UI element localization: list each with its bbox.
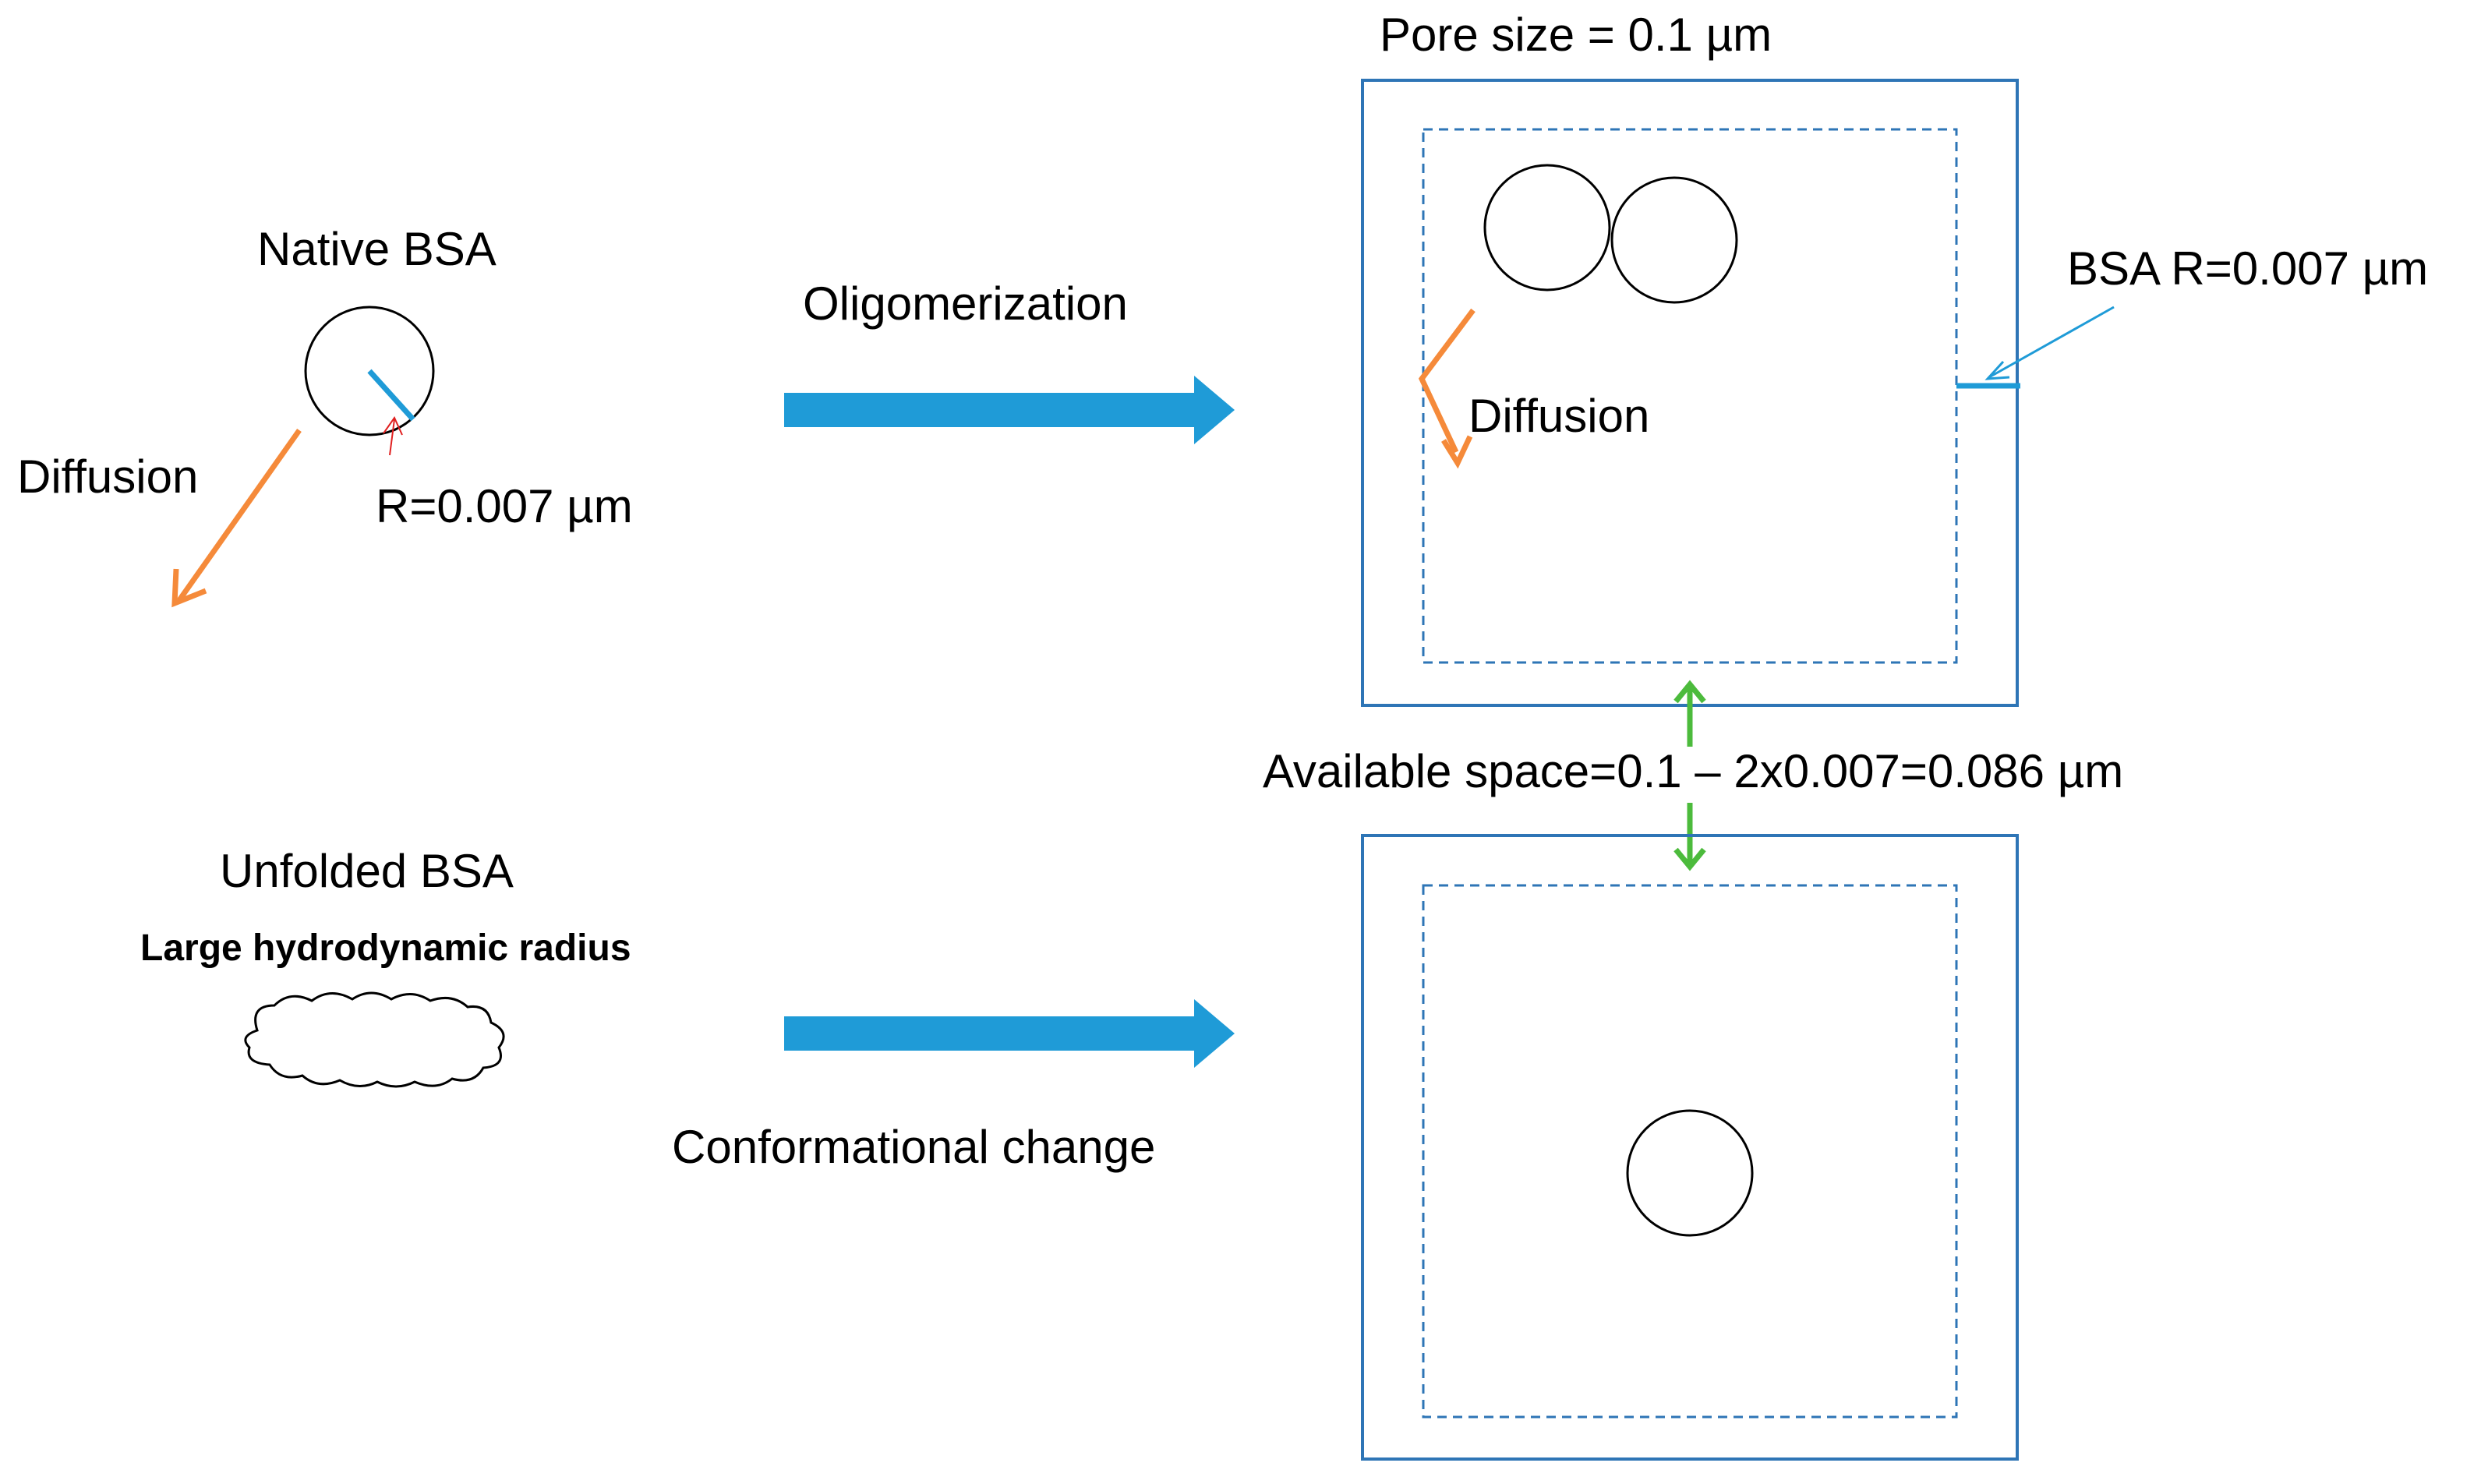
top-pore-available-space-box	[1422, 128, 1958, 664]
native-diffusion-arrow-line	[177, 428, 302, 602]
oligomerization-arrow	[784, 376, 1235, 444]
native-bsa-circle	[304, 306, 435, 436]
conformational-change-arrow	[784, 999, 1235, 1068]
native-bsa-label: Native BSA	[257, 223, 497, 275]
native-bsa-radius-line	[367, 369, 415, 422]
radius-pointer-line	[389, 419, 395, 456]
unfolded-bsa-cloud	[244, 991, 505, 1088]
bsa-radius-label: BSA R=0.007 µm	[2067, 242, 2428, 295]
bottom-pore-available-space-box	[1422, 884, 1958, 1419]
available-space-arrowhead-down	[1673, 847, 1706, 871]
bsa-radius-pointer-head	[1984, 360, 2010, 380]
unfolded-bsa-in-pore-circle	[1626, 1109, 1754, 1237]
radius-pointer-head	[383, 415, 403, 436]
pore-diffusion-path	[1418, 308, 1476, 454]
pore-diffusion-arrowhead	[1441, 435, 1473, 469]
available-space-label: Available space=0.1 – 2x0.007=0.086 µm	[1263, 745, 2123, 797]
large-radius-label: Large hydrodynamic radius	[140, 928, 631, 969]
available-space-arrowhead-up	[1673, 680, 1706, 704]
oligomer-bsa-circle-2	[1610, 176, 1738, 304]
unfolded-bsa-label: Unfolded BSA	[220, 845, 514, 897]
bsa-radius-pointer-line	[1988, 306, 2115, 379]
oligomerization-label: Oligomerization	[803, 277, 1128, 330]
bottom-pore-outer-box	[1361, 834, 2019, 1461]
pore-size-label: Pore size = 0.1 µm	[1380, 9, 1772, 61]
top-pore-outer-box	[1361, 79, 2019, 707]
oligomer-bsa-circle-1	[1483, 164, 1611, 292]
radius-label: R=0.007 µm	[376, 480, 633, 532]
pore-diffusion-label: Diffusion	[1468, 390, 1649, 442]
native-diffusion-label: Diffusion	[17, 450, 198, 503]
conformational-change-label: Conformational change	[672, 1121, 1155, 1173]
native-diffusion-arrowhead	[171, 568, 207, 608]
